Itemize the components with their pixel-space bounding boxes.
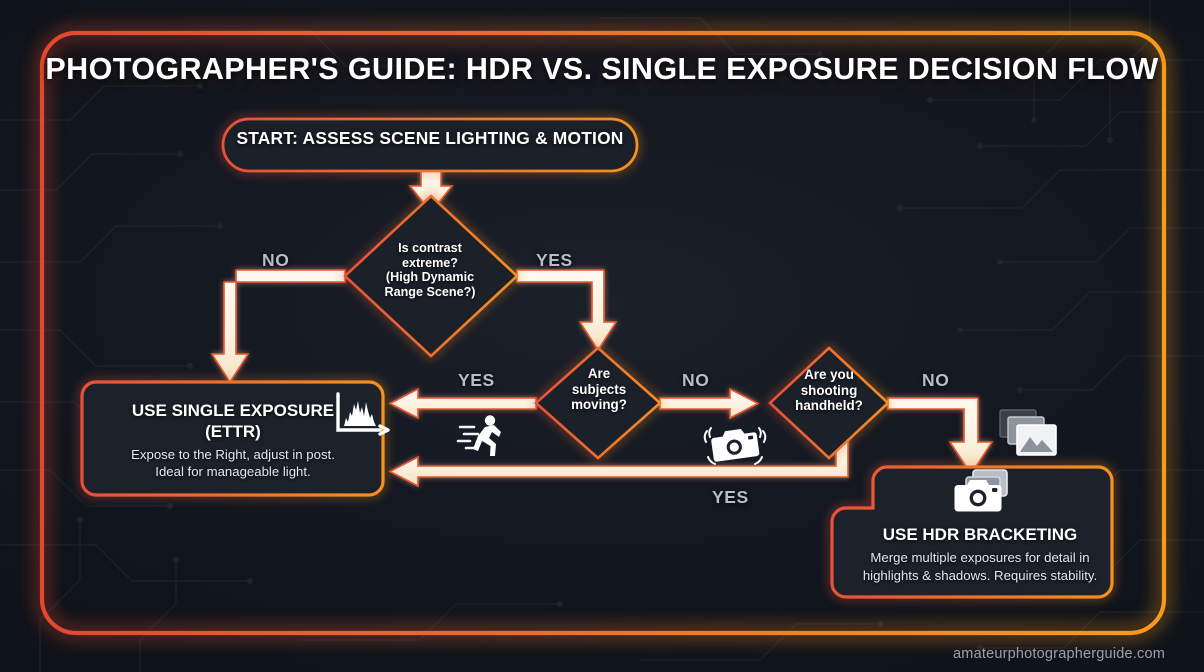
node-decision-contrast[interactable] xyxy=(340,191,522,361)
node-decision-handheld[interactable] xyxy=(765,343,893,463)
node-start[interactable] xyxy=(220,116,640,174)
outer-frame xyxy=(37,28,1169,638)
edge-moving-no xyxy=(659,387,761,420)
camera-shake-icon xyxy=(703,427,767,465)
edge-moving-yes xyxy=(387,387,537,420)
edge-handheld-no xyxy=(887,397,994,476)
node-outcome-hdr-bracketing[interactable] xyxy=(828,463,1116,601)
edge-contrast-no xyxy=(210,269,346,384)
connectors xyxy=(210,167,994,488)
node-outcome-single-exposure[interactable] xyxy=(78,378,387,499)
edge-contrast-yes xyxy=(516,269,618,352)
node-decision-moving[interactable] xyxy=(531,343,665,463)
image-stack-icon xyxy=(999,409,1057,456)
histogram-icon xyxy=(336,392,390,436)
camera-stack-icon xyxy=(954,469,1008,512)
running-person-icon xyxy=(456,415,501,456)
